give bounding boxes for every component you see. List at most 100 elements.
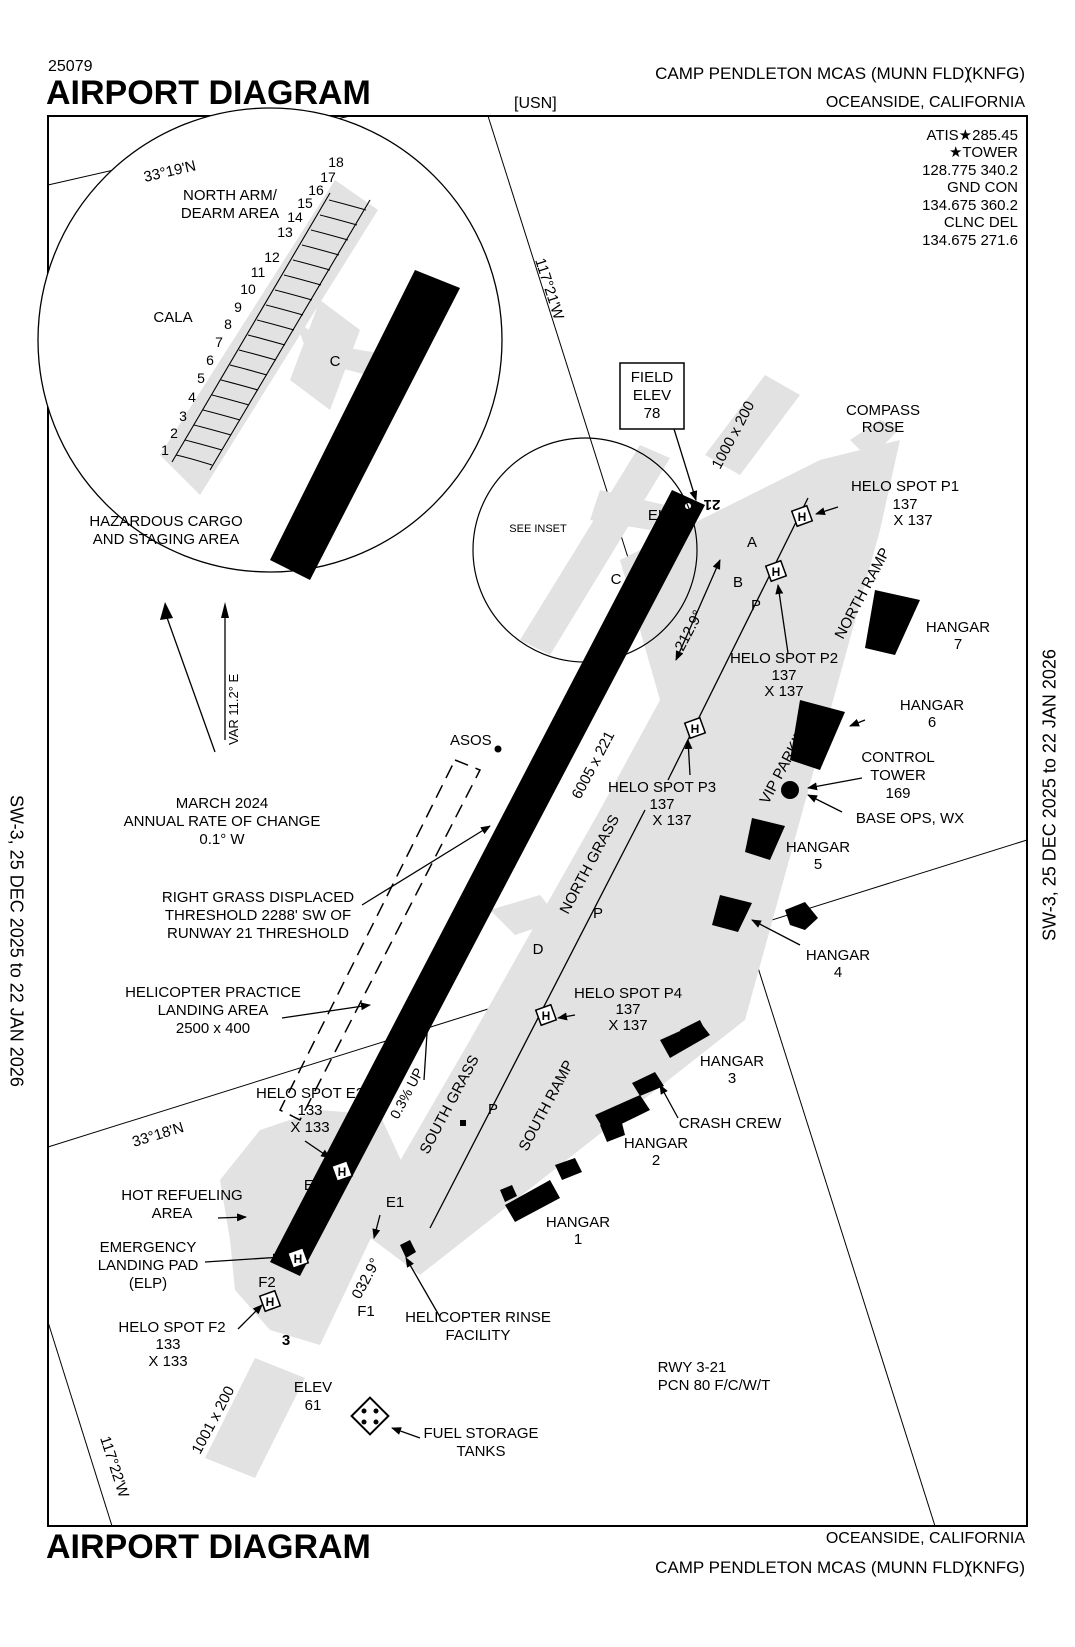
elev-sw-label: ELEV xyxy=(294,1379,332,1396)
rinse-facility-shape xyxy=(400,1240,416,1258)
field-elev-3: 78 xyxy=(644,405,661,422)
annual-3: 0.1° W xyxy=(199,831,245,848)
magnetic-north-line xyxy=(164,611,216,753)
inset-runway xyxy=(270,270,460,580)
right-grass-1: RIGHT GRASS DISPLACED xyxy=(162,889,354,906)
base-ops: BASE OPS, WX xyxy=(856,810,964,827)
helo-spot-boxes xyxy=(258,504,814,1313)
usn-label: [USN] xyxy=(514,95,557,112)
hangar-3-num: 3 xyxy=(728,1070,736,1087)
helo-e2-2: 133 xyxy=(297,1102,322,1119)
fuel-1: FUEL STORAGE xyxy=(423,1425,538,1442)
compass-rose-1: COMPASS xyxy=(846,402,920,419)
page-title: AIRPORT DIAGRAM xyxy=(46,74,371,112)
helo-p4-3: X 137 xyxy=(608,1017,647,1034)
lon-west-label: 117°22'W xyxy=(96,1434,132,1501)
taxiway-p-2: P xyxy=(593,905,603,922)
tower-1: CONTROL xyxy=(861,749,934,766)
helo-f2-2: 133 xyxy=(155,1336,180,1353)
true-north-arrowhead xyxy=(221,602,229,618)
tower-3: 169 xyxy=(885,785,910,802)
crash-crew-shape xyxy=(632,1072,664,1096)
building-east xyxy=(785,902,818,930)
compass-rose-2: ROSE xyxy=(862,419,905,436)
freq-atis: ATIS★285.45 xyxy=(926,127,1018,144)
taxiway-f2: F2 xyxy=(258,1274,276,1291)
hangar-6-num: 6 xyxy=(928,714,936,731)
helo-h-p3: H xyxy=(691,722,700,736)
elev-sw-value: 61 xyxy=(305,1397,322,1414)
hangar-4-num: 4 xyxy=(834,964,842,981)
helo-p3-2: 137 xyxy=(649,796,674,813)
pcn-1: RWY 3-21 xyxy=(658,1359,727,1376)
annual-2: ANNUAL RATE OF CHANGE xyxy=(124,813,321,830)
hot-refuel-1: HOT REFUELING xyxy=(121,1187,242,1204)
annual-1: MARCH 2024 xyxy=(176,795,269,812)
inset-spot-17: 17 xyxy=(320,169,336,185)
inset-spot-9: 9 xyxy=(234,299,242,315)
rinse-1: HELICOPTER RINSE xyxy=(405,1309,551,1326)
inset-spots xyxy=(171,192,371,471)
hangar-6-shape xyxy=(790,700,845,770)
hangar-7-shape xyxy=(865,590,920,655)
freq-clnc: 134.675 271.6 xyxy=(922,232,1018,249)
helo-p1-1: HELO SPOT P1 xyxy=(851,478,959,495)
field-elev-2: ELEV xyxy=(633,387,671,404)
helo-p3-1: HELO SPOT P3 xyxy=(608,779,716,796)
hangar-3-shape-b xyxy=(680,1020,705,1040)
hangar-5-num: 5 xyxy=(814,856,822,873)
inset-taxiway-c: C xyxy=(330,353,341,370)
longitude-line-west xyxy=(47,1321,113,1527)
helo-h-e2: H xyxy=(338,1165,347,1179)
elp-2: LANDING PAD xyxy=(98,1257,199,1274)
lon-east-label: 117°21'W xyxy=(531,256,567,323)
runway-3-21 xyxy=(270,490,705,1276)
inset-spot-3: 3 xyxy=(179,408,187,424)
airport-name: CAMP PENDLETON MCAS (MUNN FLD) xyxy=(655,64,970,83)
inset-spot-8: 8 xyxy=(224,316,232,332)
hangar-7-num: 7 xyxy=(954,636,962,653)
taxiway-c: C xyxy=(611,571,622,588)
footer-location: OCEANSIDE, CALIFORNIA xyxy=(825,1530,1025,1547)
inset-spot-14: 14 xyxy=(287,209,303,225)
right-grass-2: THRESHOLD 2288' SW OF xyxy=(165,907,351,924)
helo-p1-3: X 137 xyxy=(893,512,932,529)
inset-spot-11: 11 xyxy=(251,264,266,280)
inset-spot-15: 15 xyxy=(297,195,313,211)
freq-tower-label: ★TOWER xyxy=(949,144,1018,161)
inset-north-arm-1: NORTH ARM/ xyxy=(183,187,278,204)
inset-spot-7: 7 xyxy=(215,334,223,350)
lat-south-label: 33°18'N xyxy=(130,1119,186,1151)
inset-spot-4: 4 xyxy=(188,389,196,405)
asos-dot xyxy=(494,745,502,753)
hangar-4-label: HANGAR xyxy=(806,947,870,964)
see-inset: SEE INSET xyxy=(509,523,567,535)
inset-spot-6: 6 xyxy=(206,352,214,368)
inset-spot-12: 12 xyxy=(264,249,280,265)
hangar-2-label: HANGAR xyxy=(624,1135,688,1152)
inset-spot-1: 1 xyxy=(161,442,169,458)
freq-gnd: 134.675 360.2 xyxy=(922,197,1018,214)
helo-h-f2: H xyxy=(266,1295,275,1309)
helo-h-elp: H xyxy=(294,1252,303,1266)
hot-refuel-2: AREA xyxy=(152,1205,193,1222)
helo-e2-3: X 133 xyxy=(290,1119,329,1136)
asos-label: ASOS xyxy=(450,732,492,749)
chart-number: 25079 xyxy=(48,58,93,75)
helo-p4-2: 137 xyxy=(615,1001,640,1018)
inset-spot-10: 10 xyxy=(240,281,256,297)
inset-spot-18: 18 xyxy=(328,154,344,170)
freq-gnd-label: GND CON xyxy=(947,179,1018,196)
main-pavement xyxy=(205,375,900,1478)
elp-3: (ELP) xyxy=(129,1275,167,1292)
freq-tower: 128.775 340.2 xyxy=(922,162,1018,179)
tower-2: TOWER xyxy=(870,767,926,784)
elev-ne-value: 77 xyxy=(659,525,676,542)
footer-airport-name: CAMP PENDLETON MCAS (MUNN FLD) xyxy=(655,1558,970,1577)
inset-spot-5: 5 xyxy=(197,370,205,386)
runway-end-21: 21 xyxy=(704,496,721,513)
practice-area-outline xyxy=(278,759,482,1122)
see-inset-circle xyxy=(472,437,698,663)
taxiway-f1: F1 xyxy=(357,1303,375,1320)
